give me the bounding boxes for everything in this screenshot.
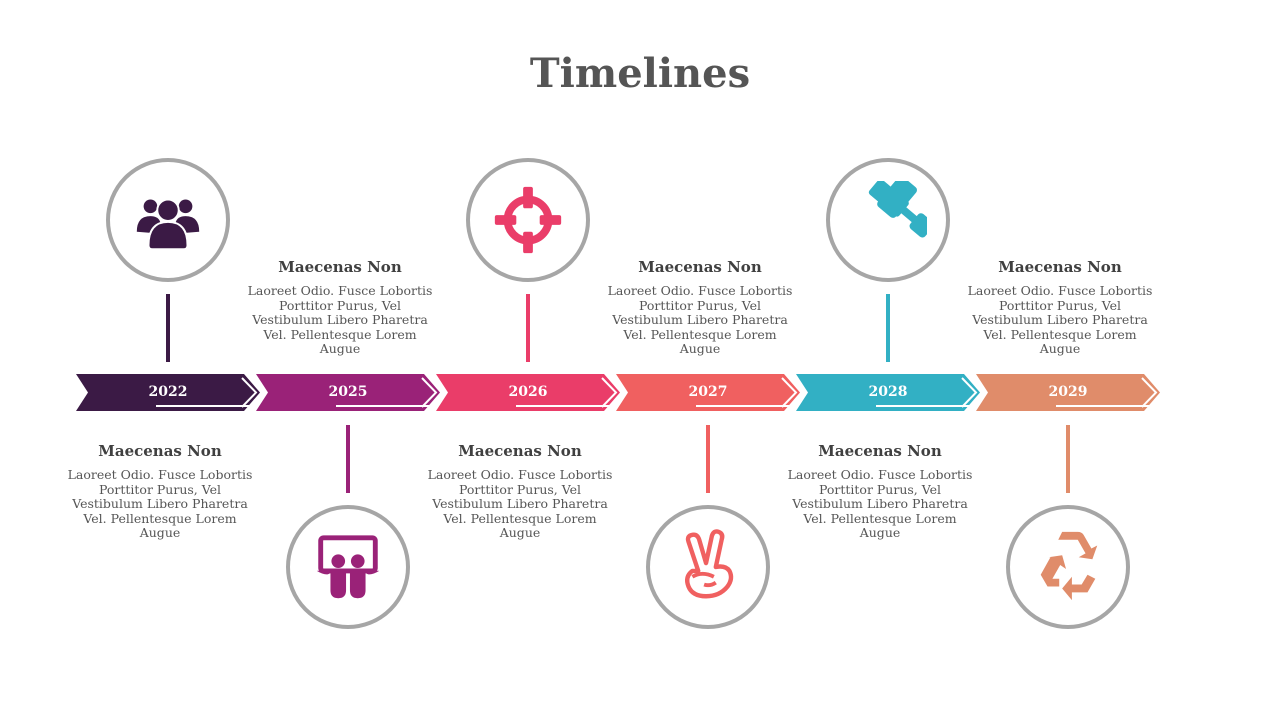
timeline-chevron-2026 [436,374,620,411]
icon-circle [826,158,950,282]
icon-circle [1006,505,1130,629]
icon-circle [286,505,410,629]
gavel-icon [868,181,927,238]
timeline-chevron-2028 [796,374,980,411]
year-label: 2022 [148,384,188,400]
icon-circle [646,505,770,629]
milestone-description: Laoreet Odio. Fusce Lobortis Porttitor P… [247,283,433,357]
milestone-description: Laoreet Odio. Fusce Lobortis Porttitor P… [967,283,1153,357]
milestone-heading: Maecenas Non [98,442,222,460]
timeline-arrow-2027: 2027 [616,374,800,411]
timeline-arrow-2025: 2025 [256,374,440,411]
milestone-description: Laoreet Odio. Fusce Lobortis Porttitor P… [67,467,253,541]
icon-circle [466,158,590,282]
milestone-description: Laoreet Odio. Fusce Lobortis Porttitor P… [787,467,973,541]
milestone-heading: Maecenas Non [818,442,942,460]
slideshare-icon [316,535,380,599]
connector-line [706,425,710,493]
connector-line [526,294,530,362]
year-label: 2025 [328,384,368,400]
milestone-description: Laoreet Odio. Fusce Lobortis Porttitor P… [427,467,613,541]
icon-circle [106,158,230,282]
timeline-arrow-2028: 2028 [796,374,980,411]
crosshair-icon [494,186,562,254]
year-label: 2027 [688,384,728,400]
milestone-heading: Maecenas Non [638,258,762,276]
milestone-description: Laoreet Odio. Fusce Lobortis Porttitor P… [607,283,793,357]
connector-line [346,425,350,493]
timeline-arrow-2022: 2022 [76,374,260,411]
timeline-chevron-2022 [76,374,260,411]
page-title: Timelines [529,50,751,97]
timeline-chevron-2029 [976,374,1160,411]
milestone-heading: Maecenas Non [458,442,582,460]
timeline-arrow-2026: 2026 [436,374,620,411]
connector-line [1066,425,1070,493]
milestone-heading: Maecenas Non [278,258,402,276]
year-label: 2028 [868,384,908,400]
group-icon [136,198,200,251]
milestone-heading: Maecenas Non [998,258,1122,276]
connector-line [166,294,170,362]
connector-line [886,294,890,362]
timeline-arrow-2029: 2029 [976,374,1160,411]
peace-hand-icon [685,529,734,599]
timeline-chevron-2025 [256,374,440,411]
timeline-chevron-2027 [616,374,800,411]
year-label: 2026 [508,384,548,400]
year-label: 2029 [1048,384,1088,400]
recycle-icon [1040,531,1098,601]
